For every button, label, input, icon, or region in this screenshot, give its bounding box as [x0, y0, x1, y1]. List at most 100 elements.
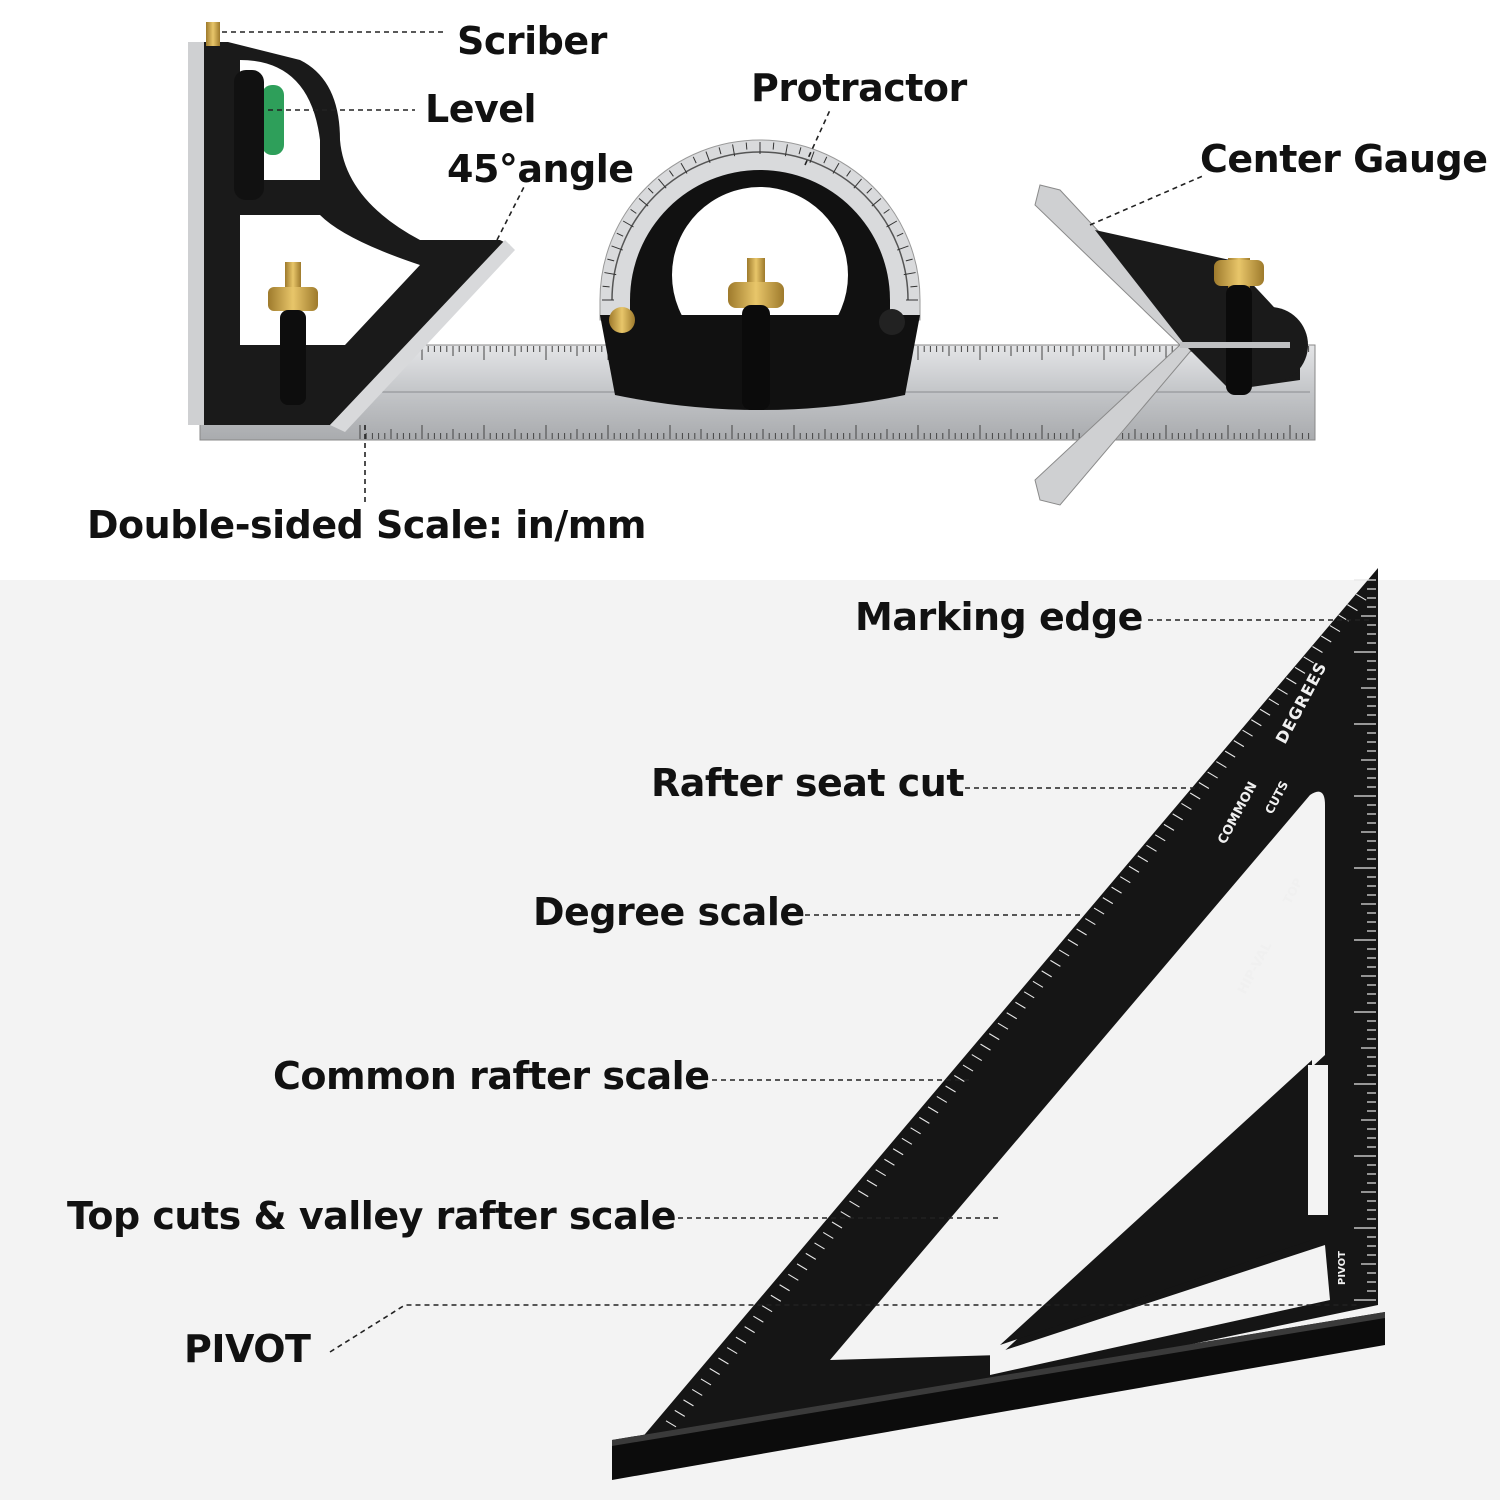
hypotenuse-tick	[735, 1336, 747, 1344]
label-top-cuts-valley: Top cuts & valley rafter scale	[67, 1194, 677, 1238]
hypotenuse-tick	[849, 1200, 860, 1208]
hypotenuse-tick	[1347, 604, 1358, 612]
protractor-tick	[604, 272, 617, 276]
hypotenuse-tick	[892, 1148, 904, 1156]
protractor-tick	[607, 258, 615, 262]
hypotenuse-tick	[988, 1033, 1000, 1041]
label-center-gauge: Center Gauge	[1200, 137, 1488, 181]
protractor-tick	[680, 162, 688, 174]
hypotenuse-tick	[1303, 656, 1315, 664]
hypotenuse-tick	[1102, 897, 1114, 905]
protractor-tick	[905, 258, 913, 262]
protractor-tick	[823, 156, 828, 164]
hypotenuse-tick	[1251, 719, 1262, 727]
label-degree-scale: Degree scale	[533, 890, 805, 934]
protractor-tick	[886, 220, 898, 228]
hypotenuse-tick	[971, 1054, 983, 1062]
hypotenuse-tick	[779, 1284, 790, 1292]
hypotenuse-tick	[1181, 802, 1192, 810]
hypotenuse-tick	[1085, 918, 1096, 926]
hypotenuse-tick	[1355, 593, 1367, 601]
hypotenuse-tick	[674, 1409, 686, 1417]
hypotenuse-tick	[1277, 687, 1288, 695]
hypotenuse-tick	[1207, 771, 1218, 779]
hypotenuse-tick	[840, 1211, 852, 1219]
hypotenuse-tick	[997, 1022, 1009, 1030]
hypotenuse-tick	[1146, 844, 1157, 852]
hypotenuse-tick	[822, 1231, 834, 1239]
label-scriber: Scriber	[457, 19, 607, 63]
protractor-tick	[897, 245, 909, 251]
hypotenuse-tick	[910, 1127, 921, 1135]
hypotenuse-tick	[831, 1221, 843, 1229]
protractor-tick	[809, 151, 815, 163]
engraving-pivot: PIVOT	[1337, 1251, 1348, 1285]
hypotenuse-tick	[1154, 834, 1166, 842]
hypotenuse-tick	[726, 1347, 738, 1355]
protractor-tick	[638, 198, 649, 207]
square-head	[188, 22, 515, 432]
hypotenuse-tick	[1111, 886, 1122, 894]
level-vial	[262, 85, 284, 155]
protractor-tick	[910, 285, 918, 288]
protractor-tick	[798, 147, 802, 155]
hypotenuse-tick	[1137, 855, 1149, 863]
hypotenuse-tick	[1093, 907, 1105, 915]
hypotenuse-tick	[1050, 959, 1061, 967]
hypotenuse-tick	[1128, 865, 1140, 873]
hypotenuse-tick	[962, 1064, 974, 1072]
hypotenuse-tick	[1032, 980, 1044, 988]
hypotenuse-tick	[901, 1137, 913, 1145]
hypotenuse-tick	[1294, 666, 1306, 674]
hypotenuse-tick	[1067, 939, 1079, 946]
protractor-tick	[602, 285, 610, 288]
hypotenuse-tick	[796, 1263, 808, 1271]
protractor-tick	[832, 162, 840, 174]
hypotenuse-tick	[945, 1085, 956, 1093]
scriber-icon	[206, 22, 220, 46]
hypotenuse-tick	[761, 1305, 773, 1313]
protractor-tick	[692, 156, 697, 164]
protractor-tick	[772, 142, 775, 150]
hypotenuse-tick	[1329, 625, 1341, 633]
protractor-head	[599, 139, 921, 410]
hypotenuse-tick	[1216, 761, 1227, 769]
hypotenuse-tick	[1198, 782, 1210, 789]
hypotenuse-tick	[1163, 823, 1175, 831]
protractor-tick	[668, 170, 674, 177]
protractor-tick	[846, 170, 852, 177]
hypotenuse-tick	[1189, 792, 1201, 800]
protractor-tick	[883, 208, 890, 214]
protractor-tick	[866, 187, 873, 194]
hypotenuse-tick	[788, 1273, 799, 1281]
hypotenuse-tick	[1076, 928, 1087, 936]
hypotenuse-tick	[1120, 876, 1131, 884]
protractor-tick	[853, 178, 862, 189]
hypotenuse-tick	[814, 1242, 825, 1250]
hypotenuse-tick	[1224, 750, 1236, 758]
hypotenuse-tick	[1172, 813, 1183, 821]
hypotenuse-tick	[744, 1326, 755, 1334]
hypotenuse-tick	[1312, 646, 1323, 653]
hypotenuse-tick	[1023, 991, 1035, 999]
label-protractor: Protractor	[751, 66, 967, 110]
hypotenuse-tick	[718, 1357, 729, 1365]
protractor-tick	[647, 187, 654, 194]
hypotenuse-tick	[1320, 635, 1332, 643]
protractor-tick	[611, 245, 623, 251]
protractor-tick	[871, 198, 882, 207]
label-double-sided-scale: Double-sided Scale: in/mm	[87, 503, 646, 547]
hypotenuse-tick	[857, 1190, 869, 1198]
hypotenuse-tick	[753, 1315, 764, 1323]
hypotenuse-tick	[1015, 1001, 1026, 1009]
center-gauge	[1034, 184, 1308, 506]
speed-square	[612, 568, 1385, 1480]
protractor-tick	[896, 232, 904, 237]
protractor-tick	[732, 144, 736, 157]
hypotenuse-tick	[1058, 949, 1070, 957]
hypotenuse-tick	[1259, 708, 1271, 716]
protractor-tick	[745, 142, 748, 150]
protractor-tick	[784, 144, 788, 157]
hypotenuse-tick	[927, 1106, 939, 1114]
